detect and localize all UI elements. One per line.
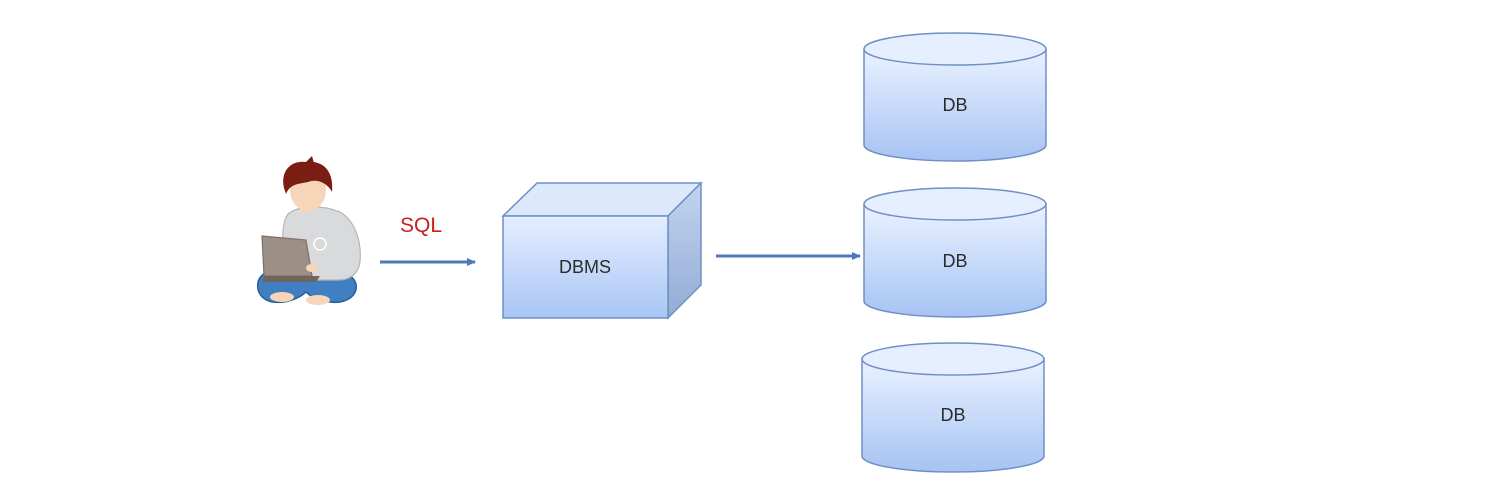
db-cylinder-top: DB [863, 32, 1047, 162]
db-cylinder-bottom: DB [861, 342, 1045, 473]
db-label-top: DB [942, 95, 967, 115]
db-label-bottom: DB [940, 405, 965, 425]
db-label-middle: DB [942, 251, 967, 271]
dbms-label: DBMS [559, 257, 611, 277]
sql-label: SQL [400, 214, 442, 237]
person-with-laptop-icon [256, 156, 361, 305]
dbms-box: DBMS [501, 181, 703, 320]
db-cylinder-middle: DB [863, 187, 1047, 318]
